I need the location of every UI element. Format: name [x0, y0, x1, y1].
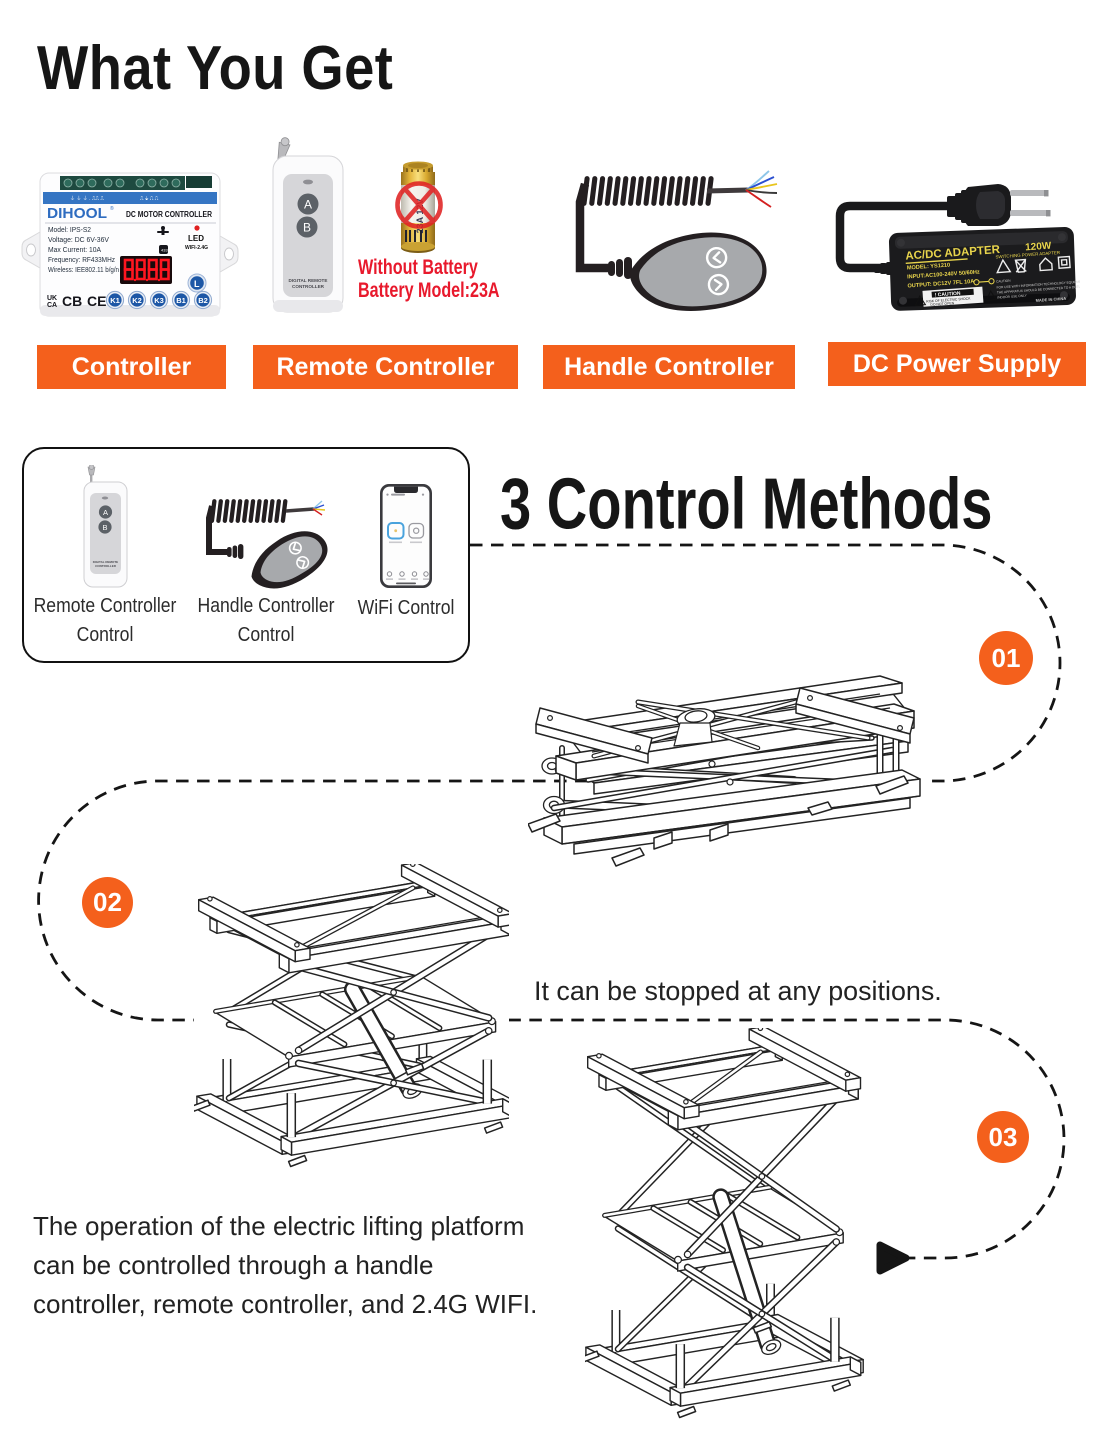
svg-text:B: B: [102, 523, 107, 532]
svg-text:CB: CB: [62, 293, 82, 309]
svg-text:Voltage: DC 6V-36V: Voltage: DC 6V-36V: [48, 237, 109, 244]
svg-text:Max Current: 10A: Max Current: 10A: [48, 247, 101, 254]
svg-text:CAUTION: CAUTION: [996, 279, 1011, 284]
svg-text:⏚ ⏚ ⏚ . ⎍⎍ ⎍: ⏚ ⏚ ⏚ . ⎍⎍ ⎍: [70, 195, 104, 202]
svg-text:DC MOTOR CONTROLLER: DC MOTOR CONTROLLER: [126, 209, 213, 219]
svg-text:Model: IPS-S2: Model: IPS-S2: [48, 227, 91, 234]
svg-text:CONTROLLER: CONTROLLER: [95, 564, 117, 568]
svg-text:DIHOOL: DIHOOL: [47, 205, 107, 222]
svg-text:⎍ ⏚ ⎍ ⎍: ⎍ ⏚ ⎍ ⎍: [140, 196, 159, 202]
svg-text:433: 433: [161, 248, 168, 253]
svg-text:MODEL: YS1210: MODEL: YS1210: [907, 263, 951, 272]
svg-text:Frequency: RF433MHz: Frequency: RF433MHz: [48, 257, 116, 264]
svg-text:INDOOR USE ONLY: INDOOR USE ONLY: [997, 293, 1028, 299]
svg-text:Wireless: IEE802.11 b/g/n: Wireless: IEE802.11 b/g/n: [48, 267, 119, 274]
svg-text:DO NOT OPEN: DO NOT OPEN: [930, 301, 954, 307]
svg-text:INPUT:AC100-240V 50/60Hz: INPUT:AC100-240V 50/60Hz: [907, 269, 980, 280]
svg-text:A: A: [304, 198, 312, 212]
svg-text:B: B: [303, 221, 311, 235]
svg-text:K1: K1: [110, 296, 120, 305]
svg-text:! CAUTION: ! CAUTION: [935, 291, 962, 299]
svg-text:RISK OF ELECTRIC SHOCK: RISK OF ELECTRIC SHOCK: [926, 296, 971, 303]
svg-text:UK: UK: [47, 295, 57, 302]
svg-text:WIFI-2.4G: WIFI-2.4G: [185, 245, 208, 251]
svg-text:DIGITAL REMOTE: DIGITAL REMOTE: [93, 560, 118, 564]
svg-text:120W: 120W: [1025, 241, 1052, 254]
svg-text:L: L: [194, 279, 200, 289]
svg-text:LED: LED: [188, 234, 204, 243]
svg-text:THE APPARATUS SHOULD BE CONNEC: THE APPARATUS SHOULD BE CONNECTED TO A O…: [997, 284, 1080, 294]
svg-text:A: A: [103, 508, 108, 517]
svg-text:23A 12V: 23A 12V: [415, 199, 425, 234]
svg-text:K3: K3: [154, 296, 164, 305]
svg-text:CA: CA: [47, 302, 57, 309]
svg-text:B2: B2: [198, 296, 208, 305]
svg-text:FOR USE WITH INFORMATION TECHN: FOR USE WITH INFORMATION TECHNOLOGY EQUI…: [996, 279, 1080, 290]
svg-text:DIGITAL REMOTE: DIGITAL REMOTE: [289, 278, 328, 283]
svg-text:B1: B1: [176, 296, 186, 305]
svg-text:MADE IN CHINA: MADE IN CHINA: [1035, 296, 1066, 303]
svg-text:K2: K2: [132, 296, 142, 305]
svg-text:CE: CE: [87, 293, 106, 309]
svg-text:®: ®: [110, 205, 114, 212]
svg-text:CONTROLLER: CONTROLLER: [292, 284, 325, 289]
svg-text:OUTPUT: DC12V 7FL 10A: OUTPUT: DC12V 7FL 10A: [907, 279, 974, 290]
svg-text:SWITCHING POWER ADAPTER: SWITCHING POWER ADAPTER: [995, 250, 1060, 259]
